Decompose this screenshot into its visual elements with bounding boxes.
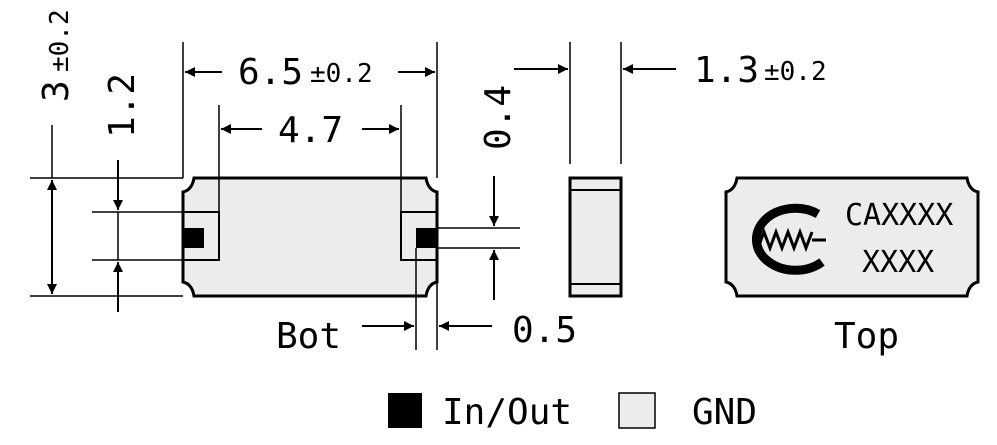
dim-thickness-tol: ±0.2 <box>764 57 827 87</box>
legend: In/Out GND <box>388 392 757 433</box>
io-pad-left <box>183 228 204 248</box>
bottom-view: 6.5 ±0.2 4.7 3 ±0.2 1.2 0.4 0.5 <box>30 9 577 357</box>
marking-line1: CAXXXX <box>845 198 953 233</box>
top-view: CAXXXX XXXX Top <box>724 176 980 357</box>
legend-swatch-io <box>388 393 422 428</box>
dim-pad-gap: 0.4 <box>478 85 519 150</box>
dim-thickness-value: 1.3 <box>694 50 759 91</box>
legend-label-io: In/Out <box>442 392 572 433</box>
dim-inner-length: 4.7 <box>278 110 343 151</box>
dim-height-value: 3 <box>36 80 77 102</box>
io-pad-right <box>416 228 437 248</box>
top-package-body <box>724 176 980 298</box>
side-package-body <box>568 176 623 298</box>
bottom-view-label: Bot <box>276 316 341 357</box>
legend-label-gnd: GND <box>692 392 757 433</box>
dim-pad-width: 0.5 <box>512 310 577 351</box>
cmw-logo-icon <box>752 203 826 275</box>
top-view-label: Top <box>834 316 899 357</box>
bottom-package-body <box>181 176 439 298</box>
legend-swatch-gnd <box>618 392 656 429</box>
dim-length-tol: ±0.2 <box>310 59 373 89</box>
dim-length-value: 6.5 <box>238 52 303 93</box>
dim-pad-height: 1.2 <box>102 73 143 138</box>
side-view: 1.3 ±0.2 <box>514 42 827 298</box>
dim-height-tol: ±0.2 <box>45 9 75 72</box>
marking-line2: XXXX <box>862 245 934 280</box>
